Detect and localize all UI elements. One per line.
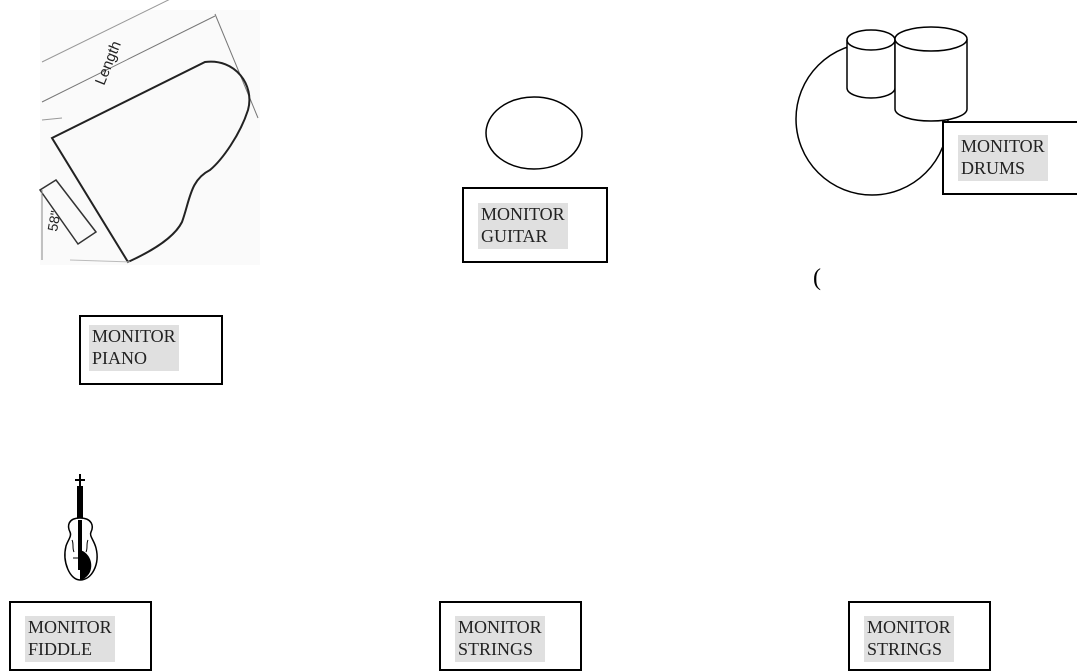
grand-piano-icon: Length 58" xyxy=(38,0,260,265)
monitor-label: MONITOR xyxy=(458,617,542,637)
stray-parenthesis: ( xyxy=(813,265,821,291)
monitor-label: MONITOR xyxy=(481,204,565,224)
piano-width-label: 58" xyxy=(44,209,63,232)
monitor-sublabel: PIANO xyxy=(92,348,148,368)
monitor-label: MONITOR xyxy=(961,136,1045,156)
monitor-sublabel: STRINGS xyxy=(867,639,943,659)
fiddle-icon xyxy=(64,474,98,581)
drum-kit-icon xyxy=(795,26,968,196)
monitor-label: MONITOR xyxy=(92,326,176,346)
monitor-sublabel: STRINGS xyxy=(458,639,534,659)
monitor-sublabel: DRUMS xyxy=(961,158,1026,178)
monitor-label: MONITOR xyxy=(28,617,112,637)
guitar-position-ellipse xyxy=(485,96,583,170)
monitor-sublabel: FIDDLE xyxy=(28,639,92,659)
monitor-sublabel: GUITAR xyxy=(481,226,548,246)
monitor-label: MONITOR xyxy=(867,617,951,637)
